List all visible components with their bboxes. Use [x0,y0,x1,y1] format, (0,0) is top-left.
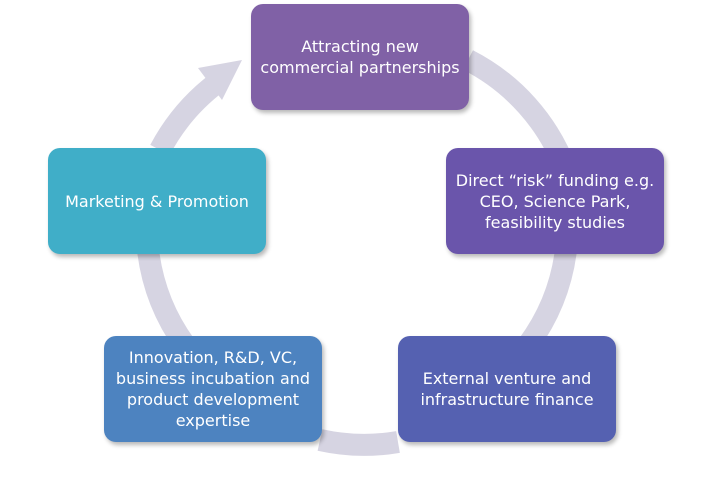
node-innovation-label: Innovation, R&D, VC, business incubation… [115,348,311,430]
node-marketing-promotion: Marketing & Promotion [48,148,266,254]
node-attracting-label: Attracting new commercial partnerships [260,37,460,77]
node-external-label: External venture and infrastructure fina… [420,369,594,409]
node-marketing-label: Marketing & Promotion [65,191,249,211]
ring-arrowhead-icon [198,60,242,100]
node-innovation-expertise: Innovation, R&D, VC, business incubation… [104,336,322,442]
node-external-finance: External venture and infrastructure fina… [398,336,616,442]
ring-arc-top-left [150,73,225,156]
node-direct-risk-funding: Direct “risk” funding e.g. CEO, Science … [446,148,664,254]
ring-arc-right [519,248,577,352]
ring-arc-left [137,248,195,352]
node-attracting-partnerships: Attracting new commercial partnerships [251,4,469,110]
node-direct-risk-label: Direct “risk” funding e.g. CEO, Science … [455,170,655,232]
ring-arc-bottom [317,429,400,456]
